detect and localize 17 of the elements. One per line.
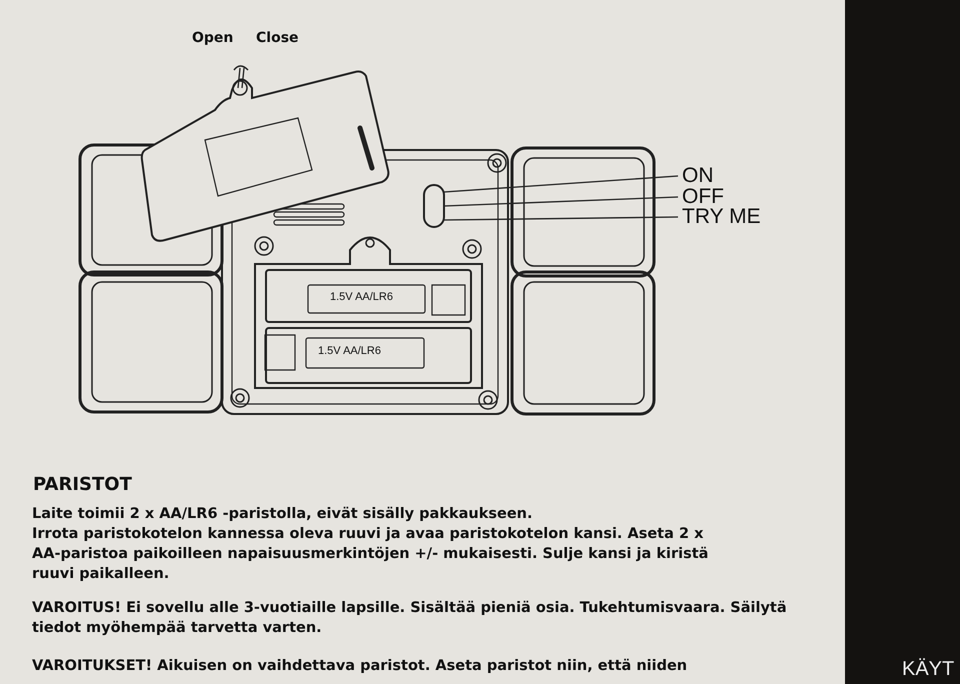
battery-label: 1.5V AA/LR6 xyxy=(330,291,393,303)
warning-paragraph: VAROITUS! Ei sovellu alle 3-vuotiaille lapsille. Sisältää pieniä osia. Tukehtumisvaara. Säilytä tiedot myöhempää tarvetta varten. xyxy=(32,599,788,638)
leader-line xyxy=(444,216,678,221)
cover-title: KÄYT xyxy=(902,658,954,681)
switch-position-label: ON xyxy=(682,166,714,186)
intro-paragraph: Laite toimii 2 x AA/LR6 -paristolla, eivät sisälly pakkaukseen. xyxy=(32,505,534,524)
switch-slot xyxy=(423,184,445,228)
leader-line xyxy=(444,175,678,193)
switch-position-label: TRY ME xyxy=(682,207,761,227)
section-heading: PARISTOT xyxy=(33,474,132,495)
warning-paragraph: VAROITUKSET! Aikuisen on vaihdettava paristot. Aseta paristot niin, että niiden xyxy=(32,657,688,676)
open-label: Open xyxy=(192,30,234,46)
switch-position-label: OFF xyxy=(682,187,724,207)
instruction-paragraph: Irrota paristokotelon kannessa oleva ruuvi ja avaa paristokotelon kansi. Aseta 2 x AA-paristoa paikoilleen napaisuusmerkintöjen +/- mukaisesti. Sulje kansi ja kiristä ruuvi paikalleen. xyxy=(32,525,710,584)
close-label: Close xyxy=(256,30,299,46)
battery-label: 1.5V AA/LR6 xyxy=(318,345,381,357)
leader-line xyxy=(444,196,678,207)
